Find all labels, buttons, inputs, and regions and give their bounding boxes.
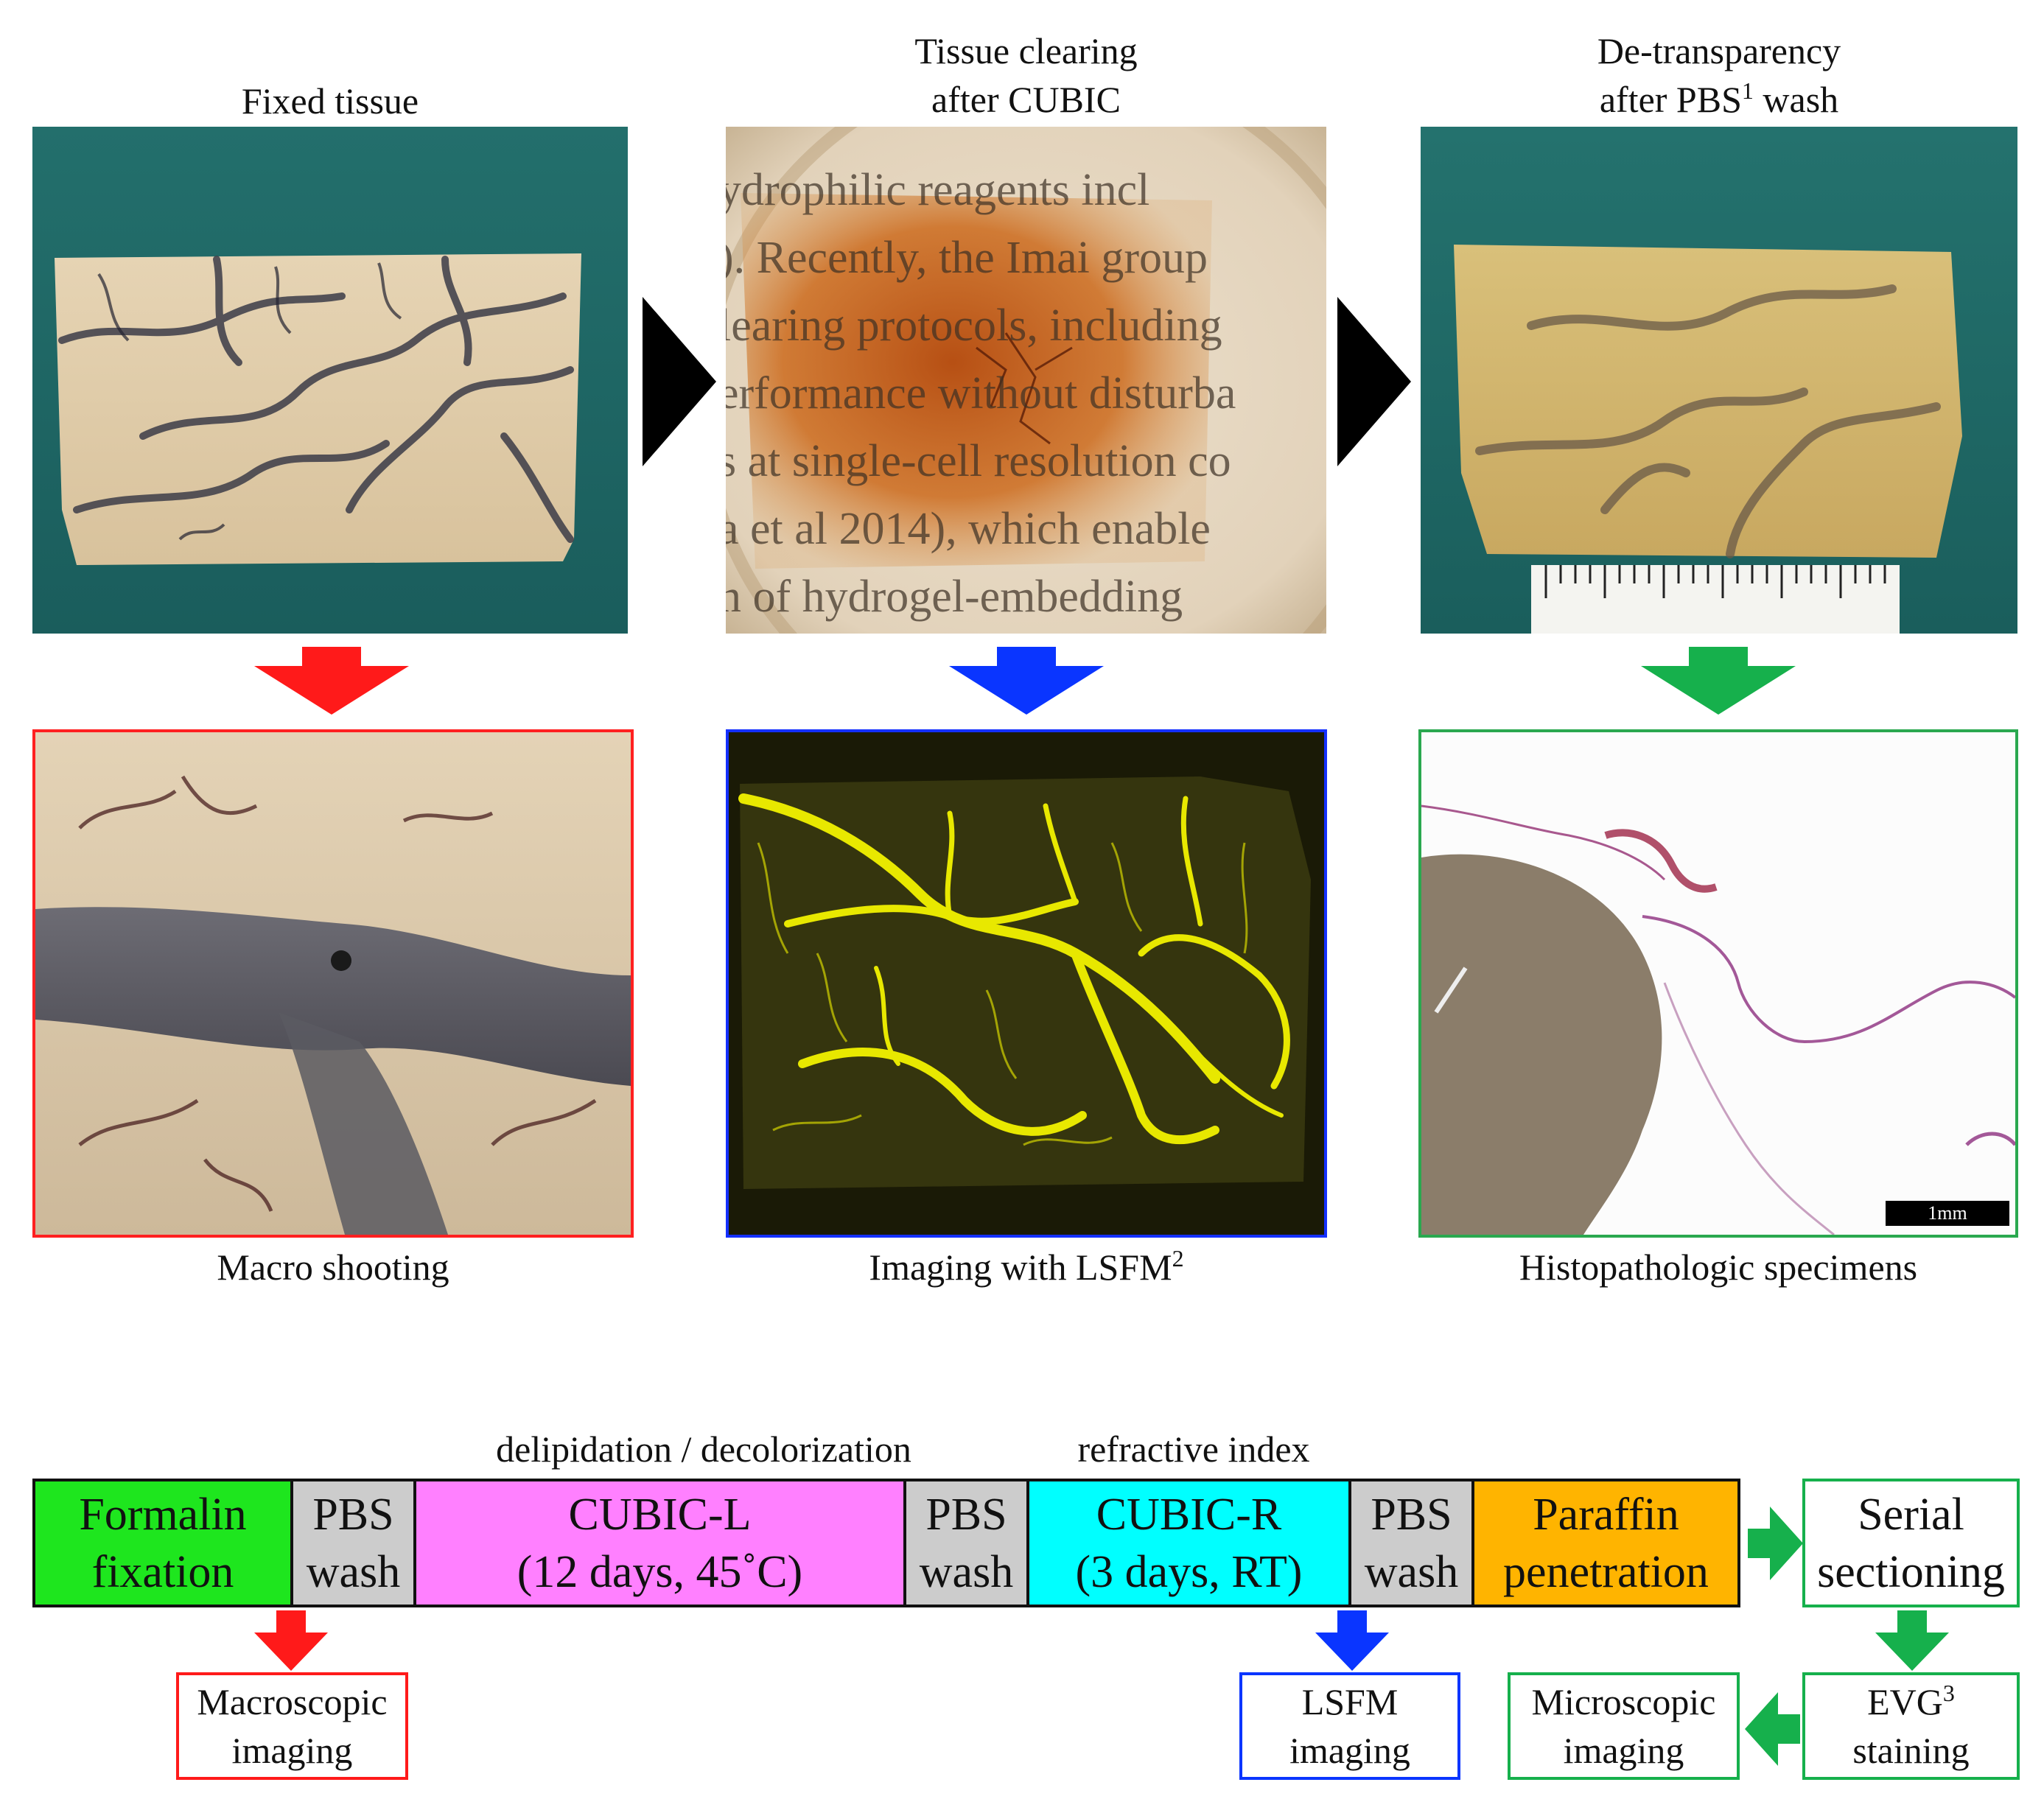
footnote-mark: 3 <box>1942 1680 1955 1706</box>
panel-title-fixed-tissue: Fixed tissue <box>241 80 419 122</box>
lsfm-render <box>729 732 1324 1235</box>
macro-photo <box>35 732 631 1235</box>
cleared-tissue-image <box>726 127 1326 634</box>
step-pbs-wash: PBS wash <box>293 1481 416 1605</box>
text-sample-line: n of hydrogel-embedding <box>726 572 1183 622</box>
panel-title-line2: after PBS1 wash <box>1421 75 2017 124</box>
text-sample-visible-through-tissue: ydrophilic reagents incl ). Recently, th… <box>726 127 1326 634</box>
green-left-arrow <box>1745 1692 1800 1766</box>
title-text: wash <box>1753 79 1839 120</box>
caption-histopathologic-specimens: Histopathologic specimens <box>1519 1246 1918 1288</box>
caption-imaging-lsfm: Imaging with LSFM2 <box>726 1245 1327 1289</box>
evg-staining-box: EVG3 staining <box>1802 1672 2020 1780</box>
lsfm-imaging-box: LSFM imaging <box>1239 1672 1460 1780</box>
flow-arrowhead <box>643 297 716 466</box>
phase-label-line1: refractive index <box>1077 1428 1310 1470</box>
caption-text: Imaging with LSFM <box>869 1246 1172 1288</box>
panel-title-line1: De-transparency <box>1597 30 1841 71</box>
blue-down-arrow-small <box>1315 1610 1389 1671</box>
text-sample-line: a et al 2014), which enable <box>726 504 1211 554</box>
histopathologic-image: 1mm <box>1418 729 2018 1238</box>
cleared-tissue-photo: ydrophilic reagents incl ). Recently, th… <box>726 127 1326 634</box>
step-pbs-wash: PBS wash <box>1351 1481 1474 1605</box>
blue-down-arrow <box>949 647 1104 715</box>
macro-shooting-image <box>32 729 634 1238</box>
panel-title-tissue-clearing: Tissue clearing after CUBIC <box>726 27 1326 124</box>
fixed-tissue-image <box>32 127 628 634</box>
panel-title-de-transparency: De-transparency after PBS1 wash <box>1421 27 2017 124</box>
text-sample-line: ). Recently, the Imai group <box>726 233 1208 283</box>
text-sample-line: ydrophilic reagents incl <box>726 165 1150 215</box>
evg-line1: EVG3 <box>1867 1677 1955 1726</box>
caption-macro-shooting: Macro shooting <box>217 1246 449 1288</box>
step-formalin-fixation: Formalin fixation <box>35 1481 293 1605</box>
macroscopic-imaging-box: Macroscopic imaging <box>176 1672 408 1780</box>
fixed-tissue-photo <box>32 127 628 634</box>
phase-label-delipidation: delipidation / decolorization <box>496 1428 911 1470</box>
green-down-arrow-small <box>1875 1610 1949 1671</box>
panel-title-line1: Tissue clearing <box>914 30 1138 71</box>
text-sample-line: erformance without disturba <box>726 368 1236 418</box>
de-transparency-photo <box>1421 127 2017 634</box>
step-cubic-l: CUBIC-L (12 days, 45˚C) <box>416 1481 906 1605</box>
lsfm-image <box>726 729 1327 1238</box>
ruler-ticks <box>1544 565 1886 598</box>
red-down-arrow-small <box>254 1610 328 1671</box>
title-text: after PBS <box>1599 79 1742 120</box>
text-sample-line: learing protocols, including <box>726 301 1222 351</box>
step-paraffin-penetration: Paraffin penetration <box>1474 1481 1737 1605</box>
step-pbs-wash: PBS wash <box>906 1481 1029 1605</box>
evg-label: EVG <box>1867 1681 1943 1722</box>
microscopic-imaging-box: Microscopic imaging <box>1508 1672 1740 1780</box>
flow-arrowhead <box>1337 297 1411 466</box>
text-sample-line: s at single-cell resolution co <box>726 436 1231 486</box>
footnote-mark: 2 <box>1172 1245 1184 1272</box>
green-down-arrow <box>1641 647 1796 715</box>
footnote-mark: 1 <box>1741 77 1754 104</box>
histology-section <box>1421 732 2015 1235</box>
red-down-arrow <box>254 647 409 715</box>
green-right-arrow <box>1748 1507 1803 1580</box>
de-transparency-image <box>1421 127 2017 634</box>
serial-sectioning-box: Serial sectioning <box>1802 1479 2020 1607</box>
protocol-pipeline: Formalin fixation PBS wash CUBIC-L (12 d… <box>32 1479 1740 1607</box>
step-cubic-r: CUBIC-R (3 days, RT) <box>1029 1481 1351 1605</box>
panel-title-line2: after CUBIC <box>931 79 1121 120</box>
scale-bar: 1mm <box>1886 1201 2009 1226</box>
evg-line2: staining <box>1852 1730 1970 1771</box>
